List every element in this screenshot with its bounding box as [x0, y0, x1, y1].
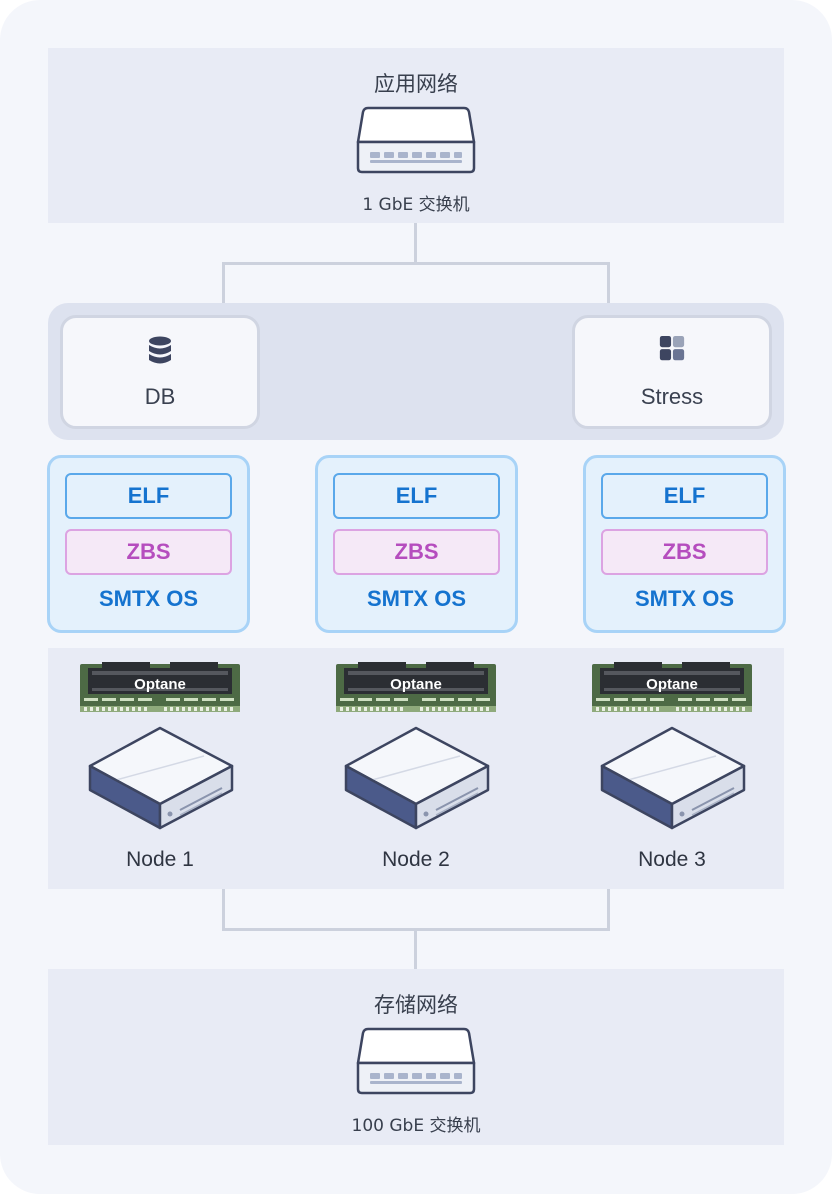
- node-label: Node 3: [638, 848, 706, 871]
- storage-switch-label: 100 GbE 交换机: [351, 1116, 481, 1136]
- connector-line: [414, 928, 417, 969]
- vm-label-db: DB: [144, 384, 176, 409]
- switch-icon: [354, 1023, 478, 1099]
- elf-layer: ELF: [601, 473, 768, 519]
- optane-memory: Optane: [80, 662, 240, 712]
- server-icon: [88, 726, 234, 832]
- optane-memory: Optane: [336, 662, 496, 712]
- app-network-title: 应用网络: [374, 72, 458, 96]
- vm-label-stress: Stress: [640, 384, 704, 409]
- connector-line: [222, 262, 610, 265]
- connector-line: [222, 889, 225, 931]
- grid-apps-icon: [659, 336, 685, 361]
- smtx-os-label: SMTX OS: [634, 586, 734, 611]
- node-label: Node 2: [382, 848, 450, 871]
- connector-line: [414, 223, 417, 265]
- connector-line: [222, 262, 225, 303]
- server-icon: [344, 726, 490, 832]
- smtx-os-stack: ELF ZBS SMTX OS: [47, 455, 250, 633]
- smtx-os-label: SMTX OS: [366, 586, 466, 611]
- optane-memory: Optane: [592, 662, 752, 712]
- optane-label: Optane: [646, 676, 698, 693]
- elf-layer: ELF: [65, 473, 232, 519]
- connector-line: [607, 889, 610, 931]
- zbs-layer: ZBS: [65, 529, 232, 575]
- node-label: Node 1: [126, 848, 194, 871]
- database-icon: [149, 336, 171, 364]
- node-band: Optane Optane Optane Node 1 Node 2 Node …: [48, 648, 784, 889]
- vm-card-stress: Stress: [572, 315, 772, 429]
- app-switch-label: 1 GbE 交换机: [362, 195, 470, 215]
- storage-network-band: 存储网络 100 GbE 交换机: [48, 969, 784, 1145]
- vm-band: DB Stress: [48, 303, 784, 440]
- switch-icon: [354, 102, 478, 178]
- zbs-layer: ZBS: [333, 529, 500, 575]
- zbs-layer: ZBS: [601, 529, 768, 575]
- storage-network-title: 存储网络: [374, 993, 458, 1017]
- optane-label: Optane: [390, 676, 442, 693]
- app-network-band: 应用网络 1 GbE 交换机: [48, 48, 784, 223]
- smtx-os-stack: ELF ZBS SMTX OS: [583, 455, 786, 633]
- vm-card-db: DB: [60, 315, 260, 429]
- elf-layer: ELF: [333, 473, 500, 519]
- smtx-os-stack: ELF ZBS SMTX OS: [315, 455, 518, 633]
- server-icon: [600, 726, 746, 832]
- connector-line: [607, 262, 610, 303]
- optane-label: Optane: [134, 676, 186, 693]
- smtx-os-label: SMTX OS: [98, 586, 198, 611]
